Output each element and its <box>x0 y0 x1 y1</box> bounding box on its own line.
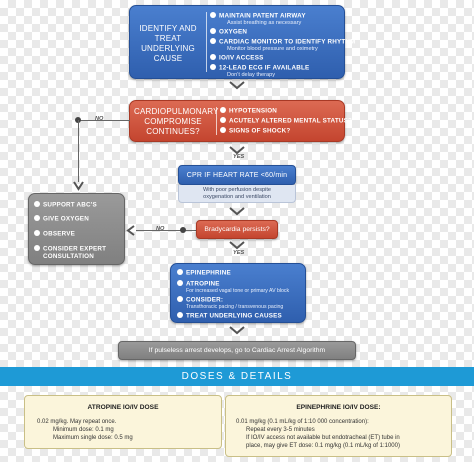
bullet-icon <box>220 117 226 123</box>
bullet-icon <box>34 215 40 221</box>
identify-sub-ecg: Don't delay therapy <box>227 72 276 78</box>
identify-sub-airway: Assist breathing as necessary <box>227 20 302 26</box>
compromise-item-shock: SIGNS OF SHOCK? <box>220 127 290 135</box>
chevron-down-icon <box>229 81 245 90</box>
arrow-left-icon <box>126 225 135 236</box>
bradycardia-title: Bradycardia persists? <box>204 226 270 233</box>
chevron-down-icon <box>229 241 245 250</box>
treatment-item-causes: TREAT UNDERLYING CAUSES <box>177 312 282 320</box>
identify-divider <box>206 12 207 72</box>
treatment-item-epinephrine: EPINEPHRINE <box>177 269 231 277</box>
identify-treat-box: IDENTIFY AND TREAT UNDERLYING CAUSE MAIN… <box>129 5 355 79</box>
support-box: SUPPORT ABC'S GIVE OXYGEN OBSERVE CONSID… <box>28 193 125 265</box>
support-item-abc: SUPPORT ABC'S <box>34 201 97 209</box>
atropine-dose-title: ATROPINE IO/IV DOSE <box>87 404 159 411</box>
atropine-dose-line: Maximum single dose: 0.5 mg <box>53 435 133 441</box>
identify-item-monitor: CARDIAC MONITOR TO IDENTIFY RHYTHM <box>210 38 356 46</box>
arrest-bar: If pulseless arrest develops, go to Card… <box>118 341 356 360</box>
connector-dot-icon <box>180 227 186 233</box>
compromise-item-hypotension: HYPOTENSION <box>220 107 277 115</box>
compromise-title: CARDIOPULMONARY COMPROMISE CONTINUES? <box>134 107 219 136</box>
bullet-icon <box>177 296 183 302</box>
bullet-icon <box>177 312 183 318</box>
epinephrine-dose-line: 0.01 mg/kg (0.1 mL/kg of 1:10 000 concen… <box>236 419 369 425</box>
compromise-divider <box>216 107 217 135</box>
bradycardia-box: Bradycardia persists? <box>196 220 278 239</box>
identify-sub-monitor: Monitor blood pressure and oximetry <box>227 46 318 52</box>
no-label: NO <box>156 226 165 232</box>
bullet-icon <box>34 230 40 236</box>
bullet-icon <box>177 280 183 286</box>
treatment-item-consider: CONSIDER: <box>177 296 223 304</box>
chevron-down-icon <box>229 146 245 155</box>
doses-banner: DOSES & DETAILS <box>0 367 474 386</box>
bullet-icon <box>177 269 183 275</box>
support-item-oxygen: GIVE OXYGEN <box>34 215 89 223</box>
cpr-box: CPR IF HEART RATE <60/min <box>178 165 296 185</box>
cpr-sub-panel: With poor perfusion despite oxygenation … <box>178 185 296 203</box>
treatment-item-atropine: ATROPINE <box>177 280 220 288</box>
epinephrine-dose-line: Repeat every 3-5 minutes <box>246 427 315 433</box>
compromise-item-mental: ACUTELY ALTERED MENTAL STATUS? <box>220 117 352 125</box>
bullet-icon <box>210 28 216 34</box>
support-item-consultation: CONSULTATION <box>43 253 95 260</box>
support-item-observe: OBSERVE <box>34 230 75 238</box>
identify-item-ecg: 12-LEAD ECG IF AVAILABLE <box>210 64 309 72</box>
treatment-sub-atropine: For increased vagal tone or primary AV b… <box>186 288 290 294</box>
bullet-icon <box>210 12 216 18</box>
identify-item-oxygen: OXYGEN <box>210 28 247 36</box>
epinephrine-dose-title: EPINEPHRINE IO/IV DOSE: <box>296 404 381 411</box>
chevron-down-icon <box>229 326 245 335</box>
bullet-icon <box>210 38 216 44</box>
yes-label: YES <box>233 250 245 256</box>
bullet-icon <box>220 127 226 133</box>
identify-item-airway: MAINTAIN PATENT AIRWAY <box>210 12 306 20</box>
identify-item-access: IO/IV ACCESS <box>210 54 264 62</box>
cpr-title: CPR IF HEART RATE <60/min <box>186 172 288 179</box>
atropine-dose-line: Minimum dose: 0.1 mg <box>53 427 114 433</box>
yes-label: YES <box>233 154 245 160</box>
arrow-down-icon <box>73 181 84 191</box>
no-connector-line <box>78 120 79 182</box>
chevron-down-icon <box>229 207 245 216</box>
no-connector-line <box>136 230 196 231</box>
compromise-box: CARDIOPULMONARY COMPROMISE CONTINUES? HY… <box>129 100 352 142</box>
arrest-text: If pulseless arrest develops, go to Card… <box>148 347 326 354</box>
epinephrine-dose-card: EPINEPHRINE IO/IV DOSE: 0.01 mg/kg (0.1 … <box>225 395 452 457</box>
no-label: NO <box>95 116 104 122</box>
support-item-consider: CONSIDER EXPERT <box>34 245 106 253</box>
no-connector-line <box>78 120 130 121</box>
atropine-dose-line: 0.02 mg/kg. May repeat once. <box>37 419 117 425</box>
bullet-icon <box>210 64 216 70</box>
bullet-icon <box>210 54 216 60</box>
bullet-icon <box>34 245 40 251</box>
doses-banner-title: DOSES & DETAILS <box>181 371 293 382</box>
atropine-dose-card: ATROPINE IO/IV DOSE 0.02 mg/kg. May repe… <box>24 395 222 449</box>
bullet-icon <box>34 201 40 207</box>
treatment-sub-consider: Transthoracic pacing / transvenous pacin… <box>186 304 284 310</box>
treatment-box: EPINEPHRINE ATROPINE For increased vagal… <box>170 263 306 323</box>
cpr-sub-line: With poor perfusion despite <box>202 187 272 193</box>
bullet-icon <box>220 107 226 113</box>
epinephrine-dose-line: If IO/IV access not available but endotr… <box>246 435 400 441</box>
identify-title: IDENTIFY AND TREAT UNDERLYING CAUSE <box>139 24 197 63</box>
epinephrine-dose-line: place, may give ET dose: 0.1 mg/kg (0.1 … <box>246 443 400 449</box>
cpr-sub-line: oxygenation and ventilation <box>203 194 271 200</box>
